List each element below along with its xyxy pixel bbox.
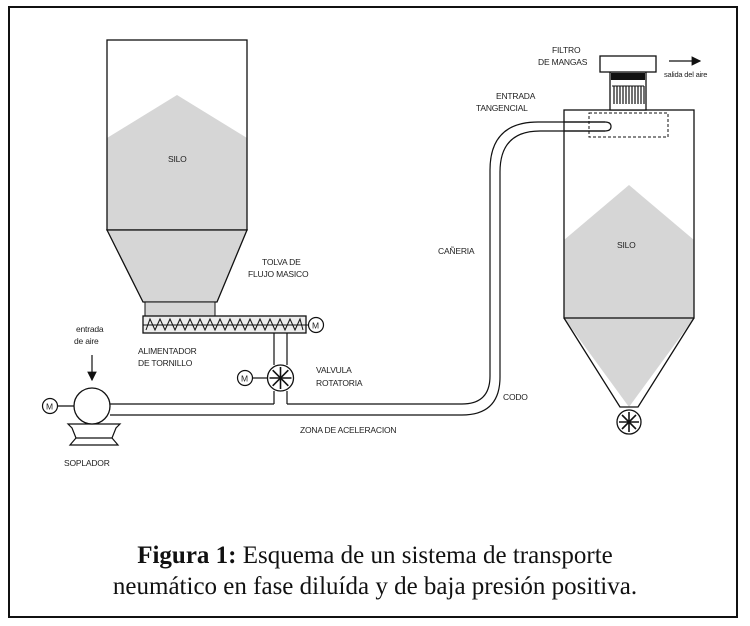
silo-right-label: SILO bbox=[617, 240, 636, 250]
svg-text:M: M bbox=[241, 374, 248, 384]
figure-caption: Figura 1: Esquema de un sistema de trans… bbox=[0, 540, 750, 602]
silo-discharge-valve-icon bbox=[616, 409, 642, 435]
caption-prefix: Figura 1: bbox=[137, 542, 237, 569]
tangential-inlet-label-1: ENTRADA bbox=[496, 91, 536, 101]
motor-valve-icon: M bbox=[236, 369, 254, 387]
right-silo bbox=[563, 109, 695, 408]
acceleration-zone-label: ZONA DE ACELERACION bbox=[300, 425, 396, 435]
bag-filter-label-2: DE MANGAS bbox=[538, 57, 588, 67]
motor-blower-icon: M bbox=[41, 397, 59, 415]
caption-line-2: neumático en fase diluída y de baja pres… bbox=[112, 573, 638, 600]
air-outlet-label: salida del aire bbox=[664, 70, 707, 79]
rotary-valve-label-1: VALVULA bbox=[316, 365, 352, 375]
bag-filter bbox=[588, 55, 669, 138]
air-inlet-label-1: entrada bbox=[76, 324, 104, 334]
tangential-inlet-label-2: TANGENCIAL bbox=[476, 103, 528, 113]
left-silo bbox=[105, 39, 248, 317]
screw-feeder-label-1: ALIMENTADOR bbox=[138, 346, 197, 356]
rotary-valve-icon bbox=[266, 364, 295, 392]
hopper-label-1: TOLVA DE bbox=[262, 257, 301, 267]
elbow-label: CODO bbox=[503, 392, 528, 402]
caption-line-1: Figura 1: Esquema de un sistema de trans… bbox=[0, 540, 750, 571]
motor-feeder-icon: M bbox=[307, 316, 325, 334]
rotary-valve-label-2: ROTATORIA bbox=[316, 378, 363, 388]
screw-feeder bbox=[142, 315, 309, 334]
figure-frame bbox=[8, 6, 738, 618]
pneumatic-conveying-diagram: SILO TOLVA DE FLUJO MASICO M ALIMENTADOR… bbox=[41, 39, 708, 468]
blower-icon bbox=[66, 387, 122, 446]
blower-label: SOPLADOR bbox=[64, 458, 110, 468]
caption-line-1-text: Esquema de un sistema de transporte bbox=[236, 542, 613, 569]
air-inlet-label-2: de aire bbox=[74, 336, 99, 346]
svg-text:M: M bbox=[312, 321, 319, 331]
tangential-inlet bbox=[564, 121, 612, 132]
drop-pipe bbox=[273, 333, 288, 404]
screw-feeder-label-2: DE TORNILLO bbox=[138, 358, 193, 368]
silo-left-label: SILO bbox=[168, 154, 187, 164]
bag-filter-label-1: FILTRO bbox=[552, 45, 581, 55]
hopper-label-2: FLUJO MASICO bbox=[248, 269, 309, 279]
svg-text:M: M bbox=[46, 402, 53, 412]
conveying-pipe bbox=[110, 121, 605, 416]
pipe-label: CAÑERIA bbox=[438, 246, 475, 256]
